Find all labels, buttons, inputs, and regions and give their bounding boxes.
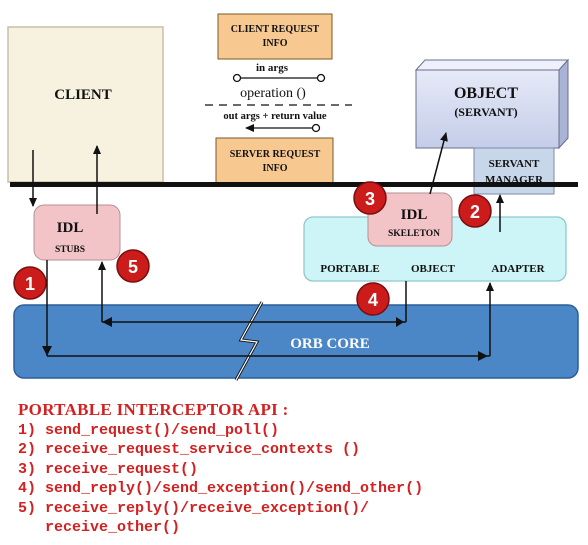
flow-arrows	[29, 132, 504, 357]
api-item: 1) send_request()/send_poll()	[18, 422, 280, 439]
client-box: CLIENT	[7, 26, 164, 183]
svg-text:3: 3	[365, 189, 375, 209]
servant-label: (SERVANT)	[454, 105, 517, 119]
marker-2: 2	[458, 194, 492, 228]
operation-label: operation ()	[240, 86, 306, 101]
svg-text:5: 5	[128, 257, 138, 277]
marker-3: 3	[353, 181, 387, 215]
svg-text:2: 2	[470, 202, 480, 222]
object-label: OBJECT	[454, 85, 518, 102]
out-args-label: out args + return value	[223, 111, 327, 122]
client-request-info-line1: CLIENT REQUEST	[231, 24, 320, 35]
marker-5: 5	[116, 249, 150, 283]
arrowhead-icon	[478, 351, 488, 361]
in-args-label: in args	[256, 62, 289, 74]
server-request-info-line2: INFO	[263, 163, 288, 174]
in-args-endpoint-icon	[316, 73, 326, 83]
arrowhead-icon	[102, 317, 112, 327]
in-args-endpoint-icon	[232, 73, 242, 83]
idl-skeleton-box: IDL SKELETON	[367, 192, 453, 247]
marker-4: 4	[356, 282, 390, 316]
idl-skeleton-line2: SKELETON	[388, 229, 440, 239]
out-args-endpoint-icon	[311, 123, 321, 133]
arrowhead-icon	[396, 317, 404, 327]
servant-manager-box: SERVANT MANAGER	[473, 147, 555, 195]
orb-core: ORB CORE	[13, 304, 579, 379]
server-request-info-box: SERVER REQUEST INFO	[215, 137, 334, 185]
orb-core-label: ORB CORE	[290, 336, 370, 352]
process-boundary-bar	[10, 182, 578, 187]
servant-manager-line1: SERVANT	[489, 158, 540, 170]
api-item: 2) receive_request_service_contexts ()	[18, 441, 361, 459]
idl-stubs-box: IDL STUBS	[33, 204, 121, 261]
server-request-info-line1: SERVER REQUEST	[230, 149, 321, 160]
marker-1: 1	[13, 266, 47, 300]
client-label: CLIENT	[54, 87, 112, 103]
poa-word-object: OBJECT	[411, 263, 456, 275]
client-request-info-line2: INFO	[263, 38, 288, 49]
operation-flow: in args operation () out args + return v…	[205, 62, 352, 133]
idl-stubs-line2: STUBS	[55, 245, 85, 255]
client-request-info-box: CLIENT REQUEST INFO	[217, 13, 333, 60]
idl-stubs-line1: IDL	[57, 220, 84, 236]
api-item: 5) receive_reply()/receive_exception()/	[18, 499, 370, 517]
poa-word-portable: PORTABLE	[320, 263, 379, 275]
api-item: 3) receive_request()	[18, 460, 199, 478]
api-item: 4) send_reply()/send_exception()/send_ot…	[18, 480, 424, 498]
poa-word-adapter: ADAPTER	[491, 263, 545, 275]
arrowhead-icon	[42, 346, 52, 356]
corba-interceptor-diagram: ORB CORE CLIENT CLIENT REQUEST INFO in a…	[7, 13, 579, 381]
api-title: PORTABLE INTERCEPTOR API :	[18, 400, 289, 419]
object-servant-box: OBJECT (SERVANT)	[414, 58, 570, 150]
api-item: receive_other()	[18, 519, 181, 537]
interceptor-api-list: PORTABLE INTERCEPTOR API : 1) send_reque…	[18, 400, 578, 537]
svg-text:1: 1	[25, 274, 35, 294]
idl-skeleton-line1: IDL	[401, 207, 428, 223]
svg-text:4: 4	[368, 290, 378, 310]
